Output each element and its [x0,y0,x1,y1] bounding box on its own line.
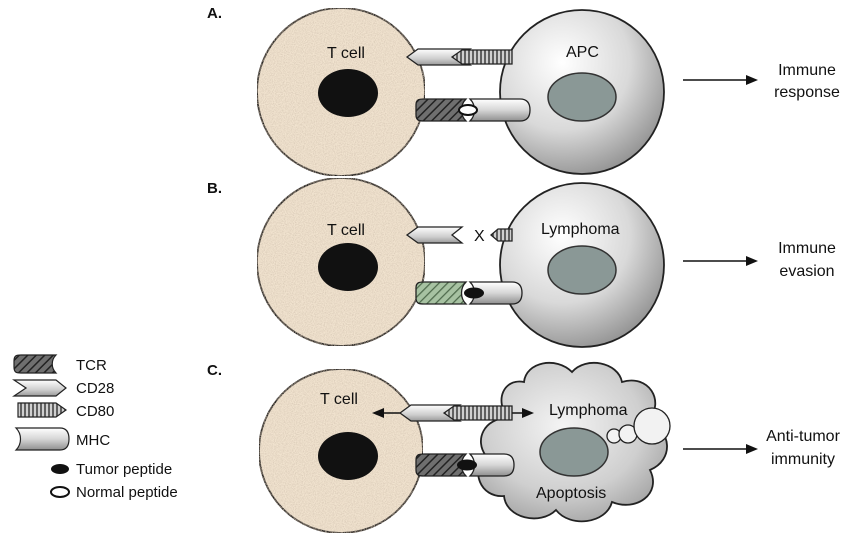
panel-letter-b: B. [207,180,222,197]
tumor-peptide-b [464,287,484,299]
t-cell-nucleus-b [318,243,378,291]
legend-item-tumor-peptide: Tumor peptide [51,461,172,478]
tumor-peptide-c [457,459,477,471]
cd80-ligand-a [450,49,513,65]
arrow-b-head [746,256,758,266]
legend-label-cd28: CD28 [76,380,114,397]
lymphoma-nucleus-b [547,245,617,295]
outcome-c-line1: Anti-tumor [766,428,840,445]
outcome-a-line2: response [774,84,840,101]
legend-label-cd80: CD80 [76,403,114,420]
t-cell-nucleus-a [318,69,378,117]
mhc-a [468,98,531,122]
lymphoma-nucleus-c [539,427,609,477]
arrow-c-head [746,444,758,454]
legend-label-mhc: MHC [76,432,110,449]
panel-letter-a: A. [207,5,222,22]
apc-nucleus [547,72,617,122]
cd28-icon [12,379,67,397]
outcome-c-line2: immunity [771,451,835,468]
legend-item-mhc: MHC [14,427,110,451]
arrow-a-head [746,75,758,85]
apc-label: APC [566,44,599,61]
double-arrow-right-head [522,408,534,418]
double-arrow-left-head [372,408,384,418]
cd80-icon [17,402,68,418]
tcr-b [415,281,468,305]
normal-peptide-icon [50,486,70,498]
legend: TCR CD28 CD80 MHC Tumor peptide Normal p… [12,354,178,501]
apoptosis-label: Apoptosis [536,485,606,502]
legend-item-cd80: CD80 [17,402,114,420]
outcome-b-line2: evasion [779,263,834,280]
cd28-receptor-b [405,226,464,244]
outcome-a-line1: Immune [778,62,836,79]
blocked-mark: X [474,228,485,245]
apoptotic-bleb-3 [633,407,671,445]
cd80-ligand-b [490,228,513,242]
panel-b: B. T cell Lymphoma X Immune evasion [207,177,836,348]
tumor-peptide-icon [51,464,69,474]
legend-item-tcr: TCR [13,354,107,374]
legend-item-normal-peptide: Normal peptide [50,484,178,501]
legend-label-normal-peptide: Normal peptide [76,484,178,501]
legend-item-cd28: CD28 [12,379,114,397]
t-cell-label-a: T cell [327,45,365,62]
panel-letter-c: C. [207,362,222,379]
panel-a: A. T cell APC Immune response [207,5,840,177]
normal-peptide-a [458,104,478,116]
t-cell-label-c: T cell [320,391,358,408]
cd80-ligand-c [442,405,513,421]
legend-label-tumor-peptide: Tumor peptide [76,461,172,478]
t-cell-nucleus-c [318,432,378,480]
mhc-icon [14,427,70,451]
legend-label-tcr: TCR [76,357,107,374]
t-cell-label-b: T cell [327,222,365,239]
tcr-icon [13,354,58,374]
outcome-b-line1: Immune [778,240,836,257]
panel-c: C. T cell Lymphoma Apoptosis Anti-tumor … [207,362,841,534]
lymphoma-label-b: Lymphoma [541,221,620,238]
lymphoma-label-c: Lymphoma [549,402,628,419]
